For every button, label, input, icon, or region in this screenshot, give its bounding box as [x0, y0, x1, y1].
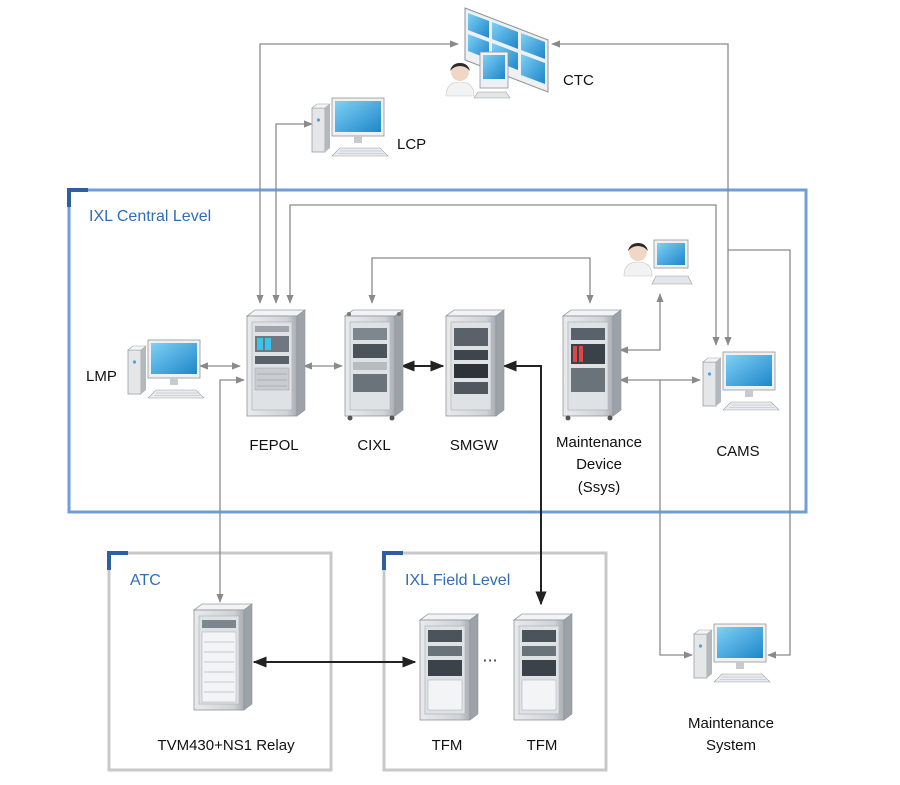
cams-computer-icon: [702, 351, 780, 411]
link-fepol-cams-loop: [286, 204, 720, 346]
link-cixl-maintenance-loop: [368, 257, 594, 304]
zone-title-atc: ATC: [130, 572, 161, 589]
label-tfm-2: TFM: [527, 737, 558, 754]
zone-title-field: IXL Field Level: [405, 572, 510, 589]
ctc-video-wall-icon: [464, 7, 549, 99]
maintenance-system-computer-icon: [693, 623, 771, 683]
label-lcp: LCP: [397, 136, 426, 153]
zone-title-central: IXL Central Level: [89, 208, 211, 225]
label-tfm-1: TFM: [432, 737, 463, 754]
link-maintenance-operator: [619, 293, 664, 354]
label-smgw: SMGW: [450, 437, 499, 454]
lmp-computer-icon: [127, 339, 205, 399]
label-cams: CAMS: [716, 443, 759, 460]
label-maintenance-system-1: Maintenance: [688, 715, 774, 732]
maintenance-device-rack-icon: [562, 309, 622, 421]
lcp-computer-icon: [311, 97, 389, 157]
label-maintenance-device-2: Device: [576, 456, 622, 473]
link-ctc-cams: [551, 40, 732, 346]
label-ctc: CTC: [563, 72, 594, 89]
fepol-rack-icon: [246, 309, 306, 417]
label-cixl: CIXL: [357, 437, 390, 454]
link-lcp-fepol: [272, 120, 313, 304]
link-ctc-fepol: [256, 40, 459, 304]
maintenance-operator-icon: [623, 239, 693, 285]
smgw-rack-icon: [445, 309, 505, 417]
label-fepol: FEPOL: [249, 437, 298, 454]
tfm-rack-icon-2: [513, 613, 573, 721]
tvm-rack-icon: [193, 603, 253, 711]
label-maintenance-system-2: System: [706, 737, 756, 754]
cixl-rack-icon: [344, 309, 404, 421]
label-maintenance-device-1: Maintenance: [556, 434, 642, 451]
connectors: [199, 40, 791, 668]
label-tvm: TVM430+NS1 Relay: [157, 737, 295, 754]
tfm-rack-icon-1: [419, 613, 479, 721]
tfm-ellipsis: ···: [482, 651, 497, 670]
label-maintenance-device-3: (Ssys): [578, 479, 621, 496]
link-smgw-tfm: [502, 360, 547, 606]
link-to-maintenance-system: [659, 380, 693, 659]
link-tvm-fepol: [216, 376, 245, 603]
link-cams-maintenance-system: [728, 249, 791, 659]
ctc-operator-icon: [445, 62, 475, 97]
label-lmp: LMP: [86, 368, 117, 385]
